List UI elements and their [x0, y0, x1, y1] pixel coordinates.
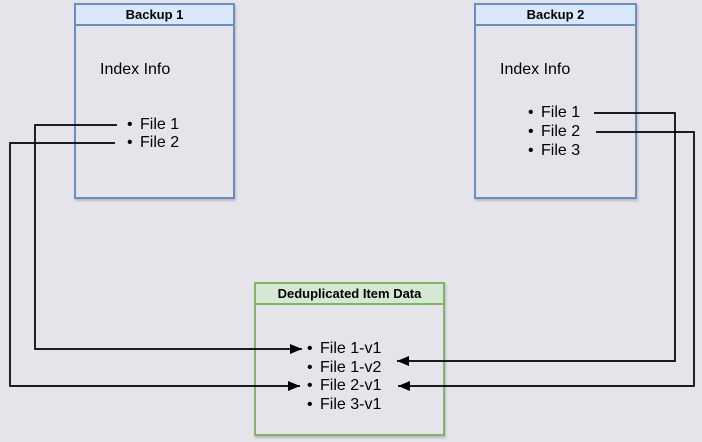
file-list-item: File 2: [127, 134, 179, 152]
file-list-item: File 2-v1: [307, 377, 381, 396]
deduplicated-item-data-box: Deduplicated Item Data File 1-v1File 1-v…: [254, 282, 445, 436]
backup2-title: Backup 2: [476, 5, 635, 26]
file-list-item: File 3-v1: [307, 396, 381, 415]
backup2-file-list: File 1File 2File 3: [528, 103, 580, 160]
backup2-box: Backup 2 Index Info File 1File 2File 3: [474, 3, 637, 199]
dedup-title: Deduplicated Item Data: [256, 284, 443, 305]
file-list-item: File 1: [528, 103, 580, 122]
dedup-file-list: File 1-v1File 1-v2File 2-v1File 3-v1: [307, 340, 381, 414]
file-list-item: File 1-v2: [307, 359, 381, 378]
file-list-item: File 2: [528, 122, 580, 141]
file-list-item: File 1: [127, 116, 179, 134]
file-list-item: File 1-v1: [307, 340, 381, 359]
backup1-file-list: File 1File 2: [127, 116, 179, 152]
backup2-subtitle: Index Info: [500, 61, 571, 78]
file-list-item: File 3: [528, 141, 580, 160]
backup1-subtitle: Index Info: [100, 61, 171, 78]
backup1-title: Backup 1: [76, 5, 233, 26]
backup1-box: Backup 1 Index Info File 1File 2: [74, 3, 235, 199]
